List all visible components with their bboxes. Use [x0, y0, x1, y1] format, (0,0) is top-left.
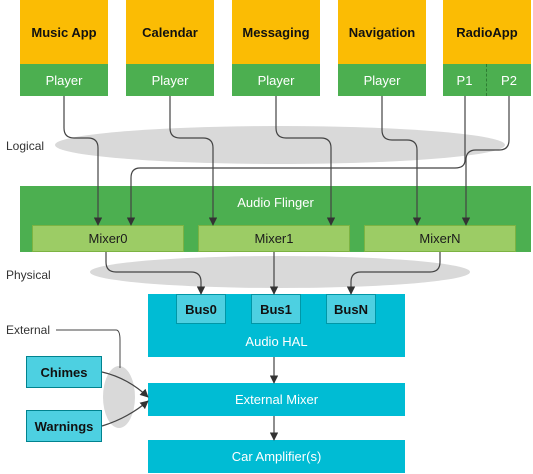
external-mixer: External Mixer	[148, 383, 405, 416]
player-music: Player	[20, 64, 108, 96]
mixer-0: Mixer0	[32, 225, 184, 252]
external-label: External	[6, 323, 51, 337]
player-navigation: Player	[338, 64, 426, 96]
physical-label: Physical	[6, 268, 51, 282]
logical-label: Logical	[6, 139, 45, 153]
player-radio-p2: P2	[487, 64, 531, 96]
mixer-1: Mixer1	[198, 225, 350, 252]
mixer-n: MixerN	[364, 225, 516, 252]
app-music: Music App	[20, 0, 108, 64]
bus-1: Bus1	[251, 294, 301, 324]
arrow-navigation-to-mixern	[381, 96, 422, 226]
audio-flinger-title: Audio Flinger	[237, 195, 314, 210]
app-radio: RadioApp	[443, 0, 531, 64]
arrow-messaging-to-mixer1	[275, 96, 336, 226]
app-navigation: Navigation	[338, 0, 426, 64]
chimes-source: Chimes	[26, 356, 102, 388]
external-label-connector	[56, 329, 121, 368]
logical-layer-ellipse	[55, 126, 505, 164]
arrow-radio-p2-to-mixern	[461, 96, 510, 226]
warnings-source: Warnings	[26, 410, 102, 442]
arrow-warnings-to-external-mixer	[101, 400, 149, 427]
player-calendar: Player	[126, 64, 214, 96]
arrow-music-to-mixer0	[63, 96, 103, 226]
car-amplifier: Car Amplifier(s)	[148, 440, 405, 473]
arrow-mixer0-to-bus0	[105, 252, 206, 295]
audio-hal-title: Audio HAL	[245, 334, 308, 349]
arrow-radio-p1-to-mixer0	[126, 96, 466, 226]
app-calendar: Calendar	[126, 0, 214, 64]
player-radio-p1: P1	[443, 64, 487, 96]
arrow-calendar-to-mixer1	[169, 96, 218, 226]
player-messaging: Player	[232, 64, 320, 96]
app-messaging: Messaging	[232, 0, 320, 64]
arrow-mixern-to-busn	[346, 252, 441, 295]
arrow-chimes-to-external-mixer	[101, 371, 149, 398]
external-layer-ellipse	[103, 366, 135, 428]
